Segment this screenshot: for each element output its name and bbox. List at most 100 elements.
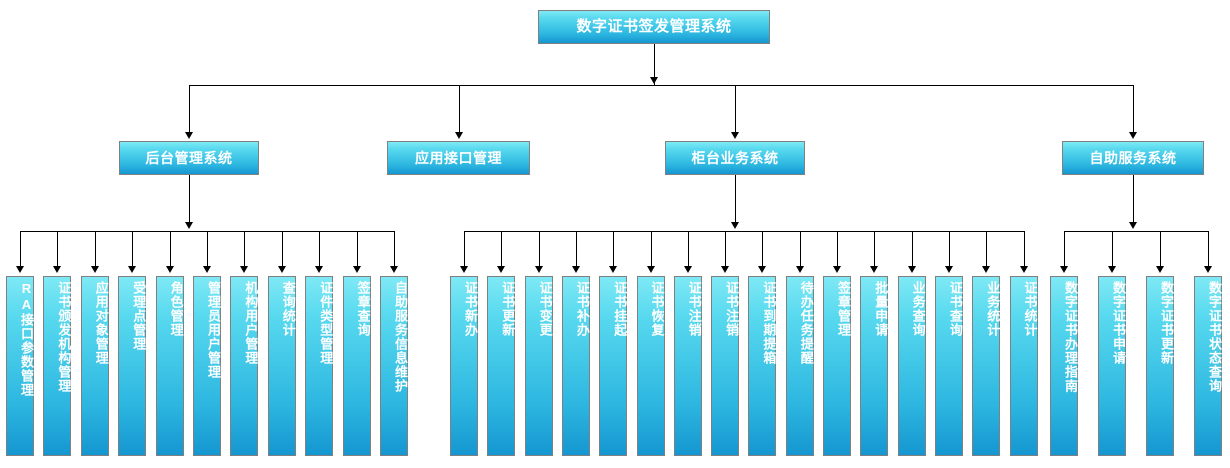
arrow-head-icon [315,266,324,273]
leaf-node[interactable]: 证书注销 [673,276,702,456]
leaf-node[interactable]: 证件类型管理 [305,276,334,456]
leaf-node[interactable]: 签章查询 [342,276,371,456]
leaf-node-label: 数字证书办理指南 [1063,281,1078,393]
leaf-node[interactable]: 机构用户管理 [230,276,259,456]
leaf-node[interactable]: 应用对象管理 [80,276,109,456]
leaf-node[interactable]: 证书补办 [561,276,590,456]
arrow-head-icon [185,132,193,139]
leaf-node-label: 业务统计 [985,281,1001,337]
leaf-node-label: 受理点管理 [131,281,147,351]
leaf-node[interactable]: 数字证书申请 [1098,276,1126,456]
leaf-node[interactable]: RA接口参数管理 [6,276,34,456]
leaf-node[interactable]: 管理员用户管理 [193,276,221,456]
arrow-head-icon [90,266,99,273]
arrow-head-icon [203,266,211,273]
connector-line [189,175,190,223]
leaf-node-label: 待办任务提醒 [798,281,814,365]
arrow-head-icon [646,266,655,273]
connector-line [464,231,465,267]
connector-line [207,231,208,267]
connector-line [1023,231,1025,267]
connector-line [1064,231,1065,267]
leaf-node-label: 证书到期提箱 [761,281,777,365]
connector-line [20,231,21,267]
connector-line [394,231,395,267]
connector-line [687,231,689,267]
connector-line [189,85,190,133]
leaf-node-label: 证书查询 [947,281,963,337]
connector-line [57,231,59,267]
connector-line [319,231,321,267]
leaf-node-label: 机构用户管理 [243,281,259,365]
connector-line [169,231,171,267]
connector-line [575,231,577,267]
leaf-node[interactable]: 数字证书办理指南 [1050,276,1078,456]
branch-node-3[interactable]: 柜台业务系统 [665,141,805,175]
root-node[interactable]: 数字证书签发管理系统 [538,10,770,44]
leaf-node-label: 角色管理 [168,281,184,337]
leaf-node[interactable]: 证书统计 [1009,276,1038,456]
leaf-node[interactable]: 待办任务提醒 [785,276,814,456]
leaf-node[interactable]: 证书新办 [450,276,478,456]
leaf-node[interactable]: 证书颁发机构管理 [43,276,72,456]
branch-node-4[interactable]: 自助服务系统 [1062,141,1204,175]
arrow-head-icon [1019,266,1028,273]
leaf-node-label: 证件类型管理 [318,281,334,365]
leaf-node[interactable]: 证书挂起 [599,276,628,456]
leaf-node-label: 管理员用户管理 [206,281,221,379]
arrow-head-icon [53,266,62,273]
connector-line [1160,231,1161,267]
arrow-head-icon [650,77,658,84]
leaf-node-label: 证书统计 [1022,281,1038,337]
connector-line [874,231,876,267]
connector-line [735,175,736,223]
arrow-head-icon [731,132,739,139]
connector-line [356,231,358,267]
leaf-node[interactable]: 签章管理 [823,276,851,456]
leaf-node[interactable]: 证书变更 [524,276,553,456]
arrow-head-icon [497,266,506,273]
leaf-node[interactable]: 角色管理 [155,276,184,456]
arrow-head-icon [758,266,767,273]
arrow-head-icon [352,266,361,273]
leaf-node-label: 签章管理 [836,281,851,337]
leaf-node[interactable]: 业务统计 [972,276,1001,456]
connector-line [1133,85,1134,133]
connector-line [94,231,96,267]
arrow-head-icon [870,266,879,273]
connector-line [189,85,1133,86]
arrow-head-icon [1129,132,1137,139]
leaf-node[interactable]: 数字证书状态查询 [1194,276,1222,456]
connector-line [1133,175,1134,223]
leaf-node[interactable]: 证书查询 [934,276,963,456]
connector-line [948,231,950,267]
arrow-head-icon [907,266,916,273]
connector-line [735,85,736,133]
branch-node-1[interactable]: 后台管理系统 [119,141,259,175]
arrow-head-icon [165,266,174,273]
connector-line [654,44,655,85]
leaf-node[interactable]: 自助服务信息维护 [380,276,408,456]
leaf-node[interactable]: 证书恢复 [636,276,665,456]
connector-line [837,231,838,267]
leaf-node-label: 证书颁发机构管理 [56,281,72,393]
leaf-node[interactable]: 查询统计 [267,276,296,456]
leaf-node[interactable]: 受理点管理 [118,276,147,456]
arrow-head-icon [609,266,618,273]
branch-node-2[interactable]: 应用接口管理 [387,141,530,175]
arrow-head-icon [240,266,249,273]
leaf-node-label: 证书补办 [574,281,590,337]
arrow-head-icon [944,266,953,273]
connector-line [1064,231,1208,232]
leaf-node[interactable]: 证书更新 [487,276,516,456]
leaf-node-label: 查询统计 [280,281,296,337]
arrow-head-icon [16,266,24,273]
leaf-node[interactable]: 证书注销 [711,276,740,456]
leaf-node[interactable]: 业务查询 [897,276,926,456]
leaf-node[interactable]: 批量申请 [860,276,889,456]
leaf-node[interactable]: 证书到期提箱 [748,276,777,456]
connector-line [244,231,246,267]
arrow-head-icon [1060,266,1068,273]
leaf-node[interactable]: 数字证书更新 [1146,276,1174,456]
